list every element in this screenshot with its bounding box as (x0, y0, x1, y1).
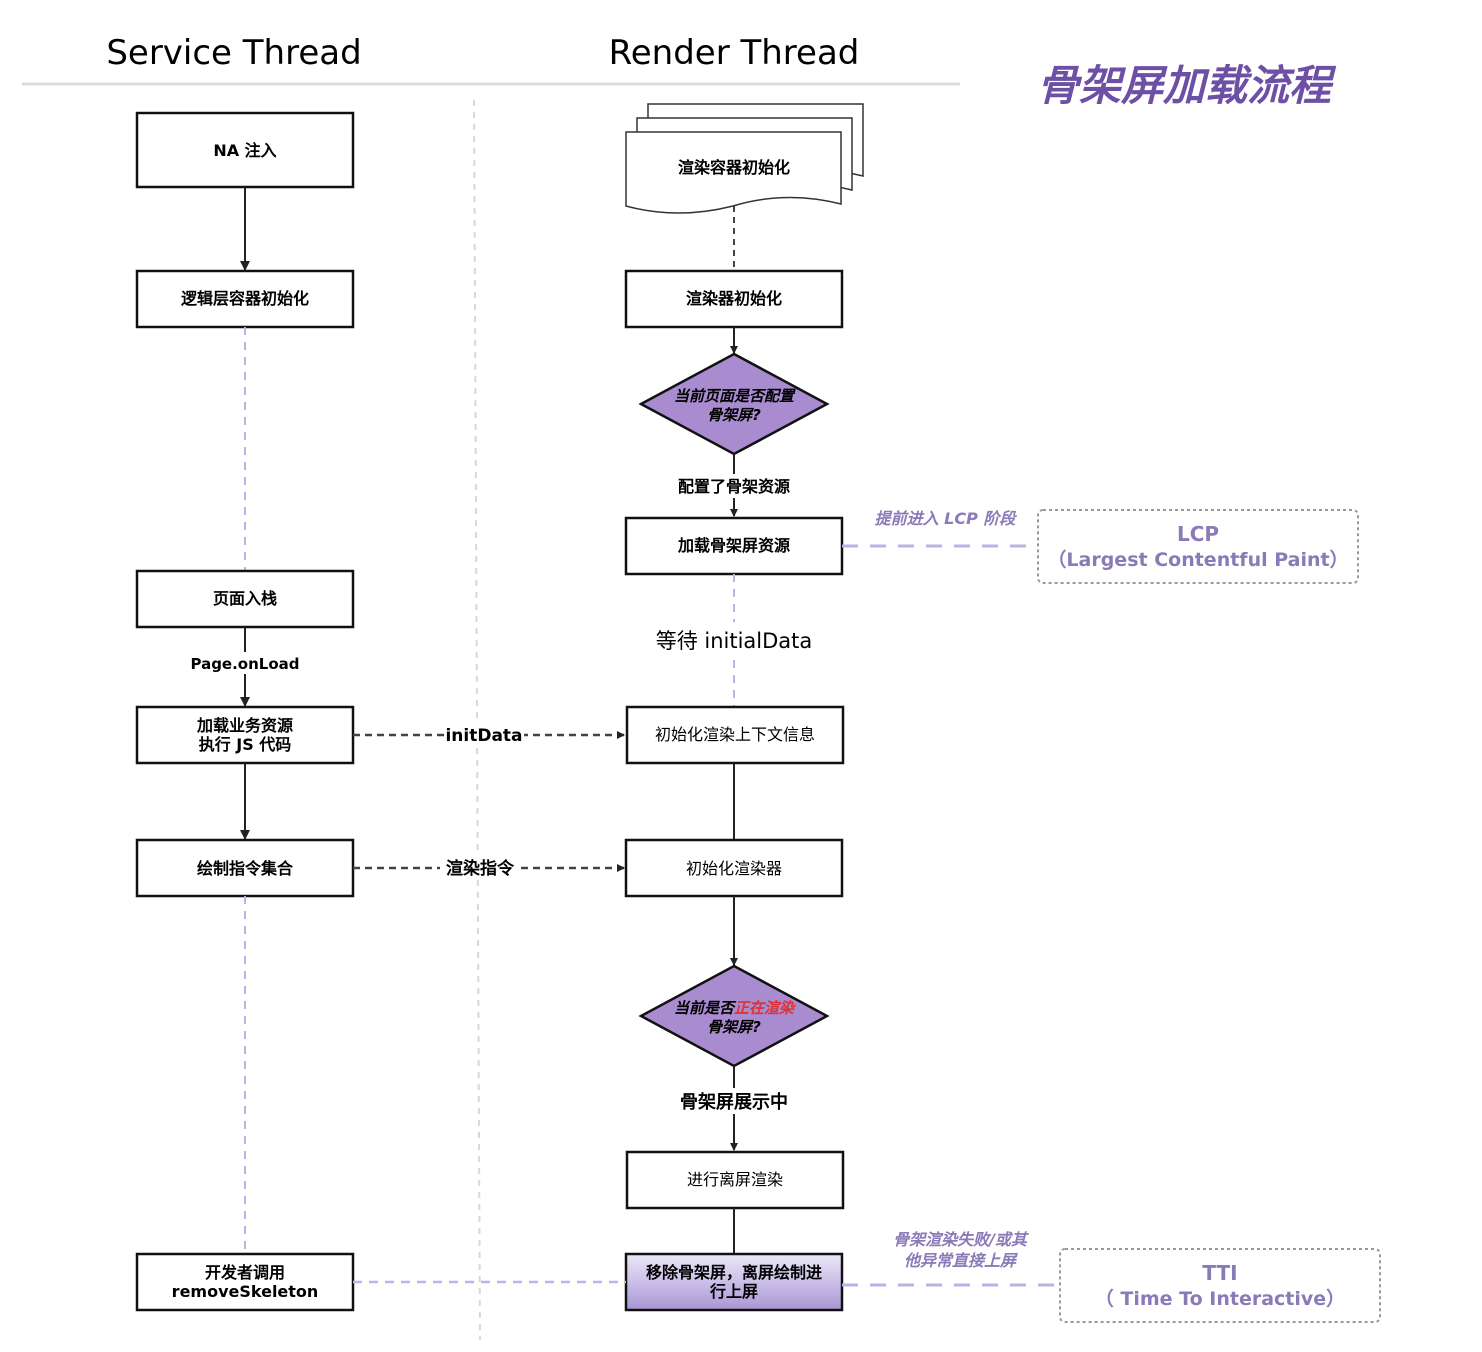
offscreen-render-box (625, 1150, 845, 1210)
skeleton-showing-bg (676, 1088, 792, 1114)
tti-title: TTI (1202, 1261, 1237, 1285)
decision2-prefix: 当前是否 (674, 999, 737, 1017)
onload-label-bg (190, 652, 300, 674)
remove-skeleton-box (624, 1252, 844, 1312)
page-push-label: 页面入栈 (213, 589, 277, 608)
decision-skeleton-rendering-label-2: 骨架屏? (707, 1018, 761, 1036)
load-business-label-1: 加载业务资源 (196, 716, 293, 735)
remove-skeleton-label-1: 移除骨架屏，离屏绘制进 (646, 1263, 822, 1282)
lcp-title: LCP (1177, 522, 1219, 546)
decision-skeleton-configured-label-2: 骨架屏? (707, 406, 761, 424)
render-instructions-label: 渲染指令 (446, 858, 515, 879)
init-render-context-box (625, 705, 845, 765)
renderer-init-box (624, 269, 844, 329)
offscreen-render-label: 进行离屏渲染 (687, 1170, 783, 1189)
render-container-init-shape (625, 103, 864, 214)
page-onload-label: Page.onLoad (190, 655, 299, 673)
load-business-label-2: 执行 JS 代码 (199, 735, 292, 754)
tti-box (1059, 1248, 1381, 1323)
remove-skeleton-call-label-1: 开发者调用 (205, 1263, 285, 1282)
decision-skeleton-rendering-label-1: 当前是否正在渲染 (674, 999, 796, 1017)
remove-skeleton-label-2: 行上屏 (709, 1282, 758, 1301)
init-render-context-label: 初始化渲染上下文信息 (655, 725, 815, 744)
lcp-box (1037, 509, 1359, 584)
page-push-box (135, 569, 355, 629)
draw-instructions-box (135, 838, 355, 898)
load-skeleton-label: 加载骨架屏资源 (677, 536, 790, 555)
logic-container-init-box (135, 269, 355, 329)
render-thread-header: Render Thread (609, 33, 860, 73)
wait-initial-data-label: 等待 initialData (656, 629, 813, 653)
init-data-label-bg (446, 723, 524, 747)
service-thread-header: Service Thread (106, 33, 361, 73)
diagram-title: 骨架屏加载流程 (1037, 61, 1337, 110)
tti-note-2: 他异常直接上屏 (904, 1251, 1018, 1270)
init-renderer-label: 初始化渲染器 (686, 859, 782, 878)
lane-separator (473, 99, 481, 1341)
init-renderer-box (624, 838, 844, 898)
na-inject-label: NA 注入 (213, 141, 276, 160)
draw-instructions-label: 绘制指令集合 (197, 859, 294, 878)
remove-skeleton-call-box (135, 1252, 355, 1312)
init-data-label: initData (445, 726, 522, 746)
configured-label: 配置了骨架资源 (678, 477, 790, 496)
remove-skeleton-call-label-2: removeSkeleton (172, 1282, 319, 1301)
tti-full: （ Time To Interactive） (1095, 1287, 1345, 1310)
configured-label-bg (668, 474, 800, 498)
renderer-init-label: 渲染器初始化 (686, 289, 782, 308)
decision2-highlight: 正在渲染 (734, 999, 796, 1017)
lcp-note: 提前进入 LCP 阶段 (875, 509, 1018, 528)
tti-note-1: 骨架渲染失败/或其 (893, 1230, 1030, 1249)
render-instructions-label-bg (440, 856, 520, 880)
decision-skeleton-configured-label-1: 当前页面是否配置 (674, 387, 796, 405)
skeleton-showing-label: 骨架屏展示中 (680, 1091, 788, 1113)
lcp-full: （Largest Contentful Paint） (1047, 548, 1348, 571)
render-container-init-label: 渲染容器初始化 (678, 158, 790, 177)
logic-container-init-label: 逻辑层容器初始化 (181, 289, 309, 308)
